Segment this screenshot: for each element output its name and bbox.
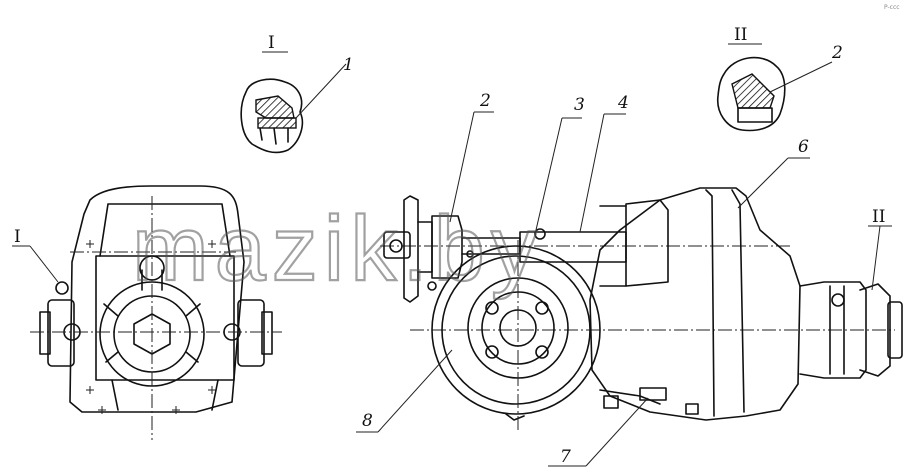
callout-1: 1 <box>343 55 354 75</box>
callout-2: 2 <box>479 91 491 111</box>
callout-4: 4 <box>617 93 629 113</box>
watermark-text: mazik.by <box>132 198 543 300</box>
callout-6: 6 <box>798 137 809 157</box>
callout-8-group: 8 <box>356 349 453 433</box>
callout-6-group: 6 <box>737 137 810 209</box>
side-view: II <box>380 187 903 430</box>
callout-2-group: 2 <box>449 91 494 223</box>
front-view: I <box>12 185 282 440</box>
detail-label-ii: II <box>734 25 747 45</box>
callout-3: 3 <box>574 95 585 115</box>
section-mark-ii: II <box>872 207 885 227</box>
callout-7-group: 7 <box>548 397 649 467</box>
detail-label-i: I <box>268 33 275 53</box>
callout-2-detail: 2 <box>831 43 843 63</box>
callout-8: 8 <box>362 411 373 431</box>
callout-7: 7 <box>560 447 571 467</box>
detail-view-i: I 1 <box>240 33 354 154</box>
detail-view-ii: II 2 <box>717 25 843 132</box>
section-mark-i: I <box>14 227 21 247</box>
callout-4-group: 4 <box>579 93 629 233</box>
corner-note: P-ccc <box>884 4 900 11</box>
callout-3-group: 3 <box>535 95 585 231</box>
